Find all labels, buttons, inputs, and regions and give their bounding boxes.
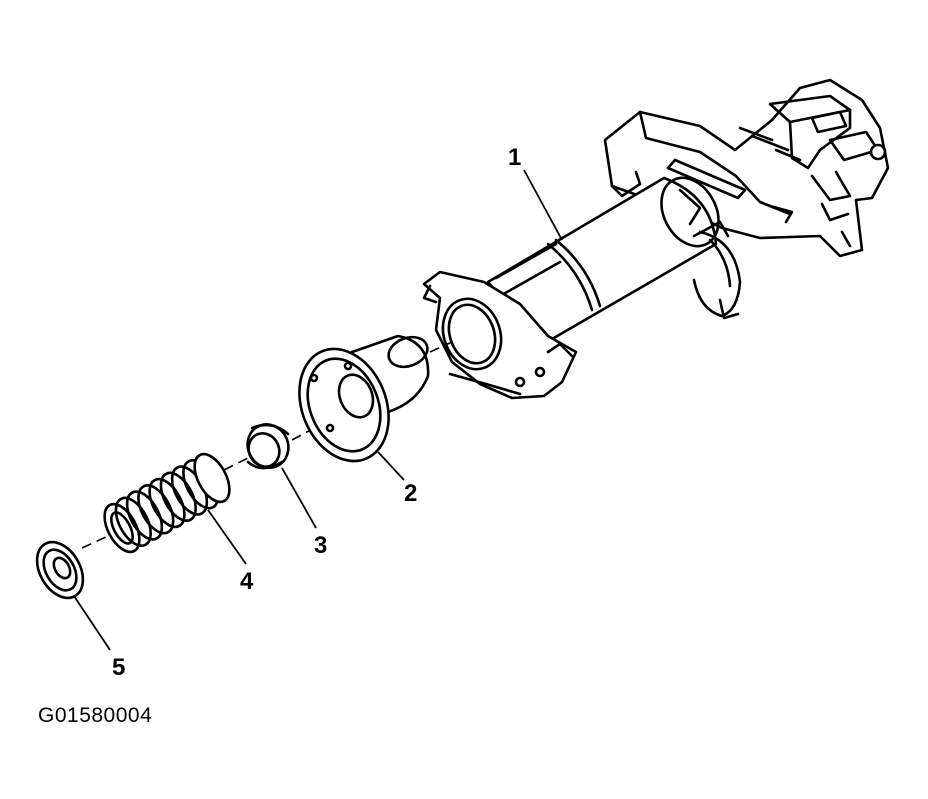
callout-1: 1 [508, 144, 522, 171]
callout-4: 4 [240, 568, 254, 595]
part-2-bearing-housing [298, 334, 430, 463]
spring-coil [148, 477, 186, 529]
callout-2: 2 [404, 480, 418, 507]
spring-coil [159, 471, 197, 522]
leader-line-1 [523, 169, 563, 241]
leader-line-2 [377, 451, 405, 481]
callout-3: 3 [314, 532, 328, 559]
spring-coil [137, 484, 175, 535]
spring-end-opening [110, 511, 134, 545]
spring-coil [125, 490, 164, 541]
leader-line-3 [281, 467, 317, 529]
callout-5: 5 [112, 654, 126, 681]
part-4-spring [103, 452, 231, 554]
leader-line-5 [73, 595, 111, 651]
part-3-bushing-ring [246, 423, 290, 470]
part-1-column-housing [422, 78, 890, 400]
figure-id: G01580004 [38, 704, 153, 727]
spring-coil [193, 452, 231, 504]
spring-coil [114, 496, 152, 547]
leader-line-4 [207, 509, 247, 565]
part-5-washer [35, 540, 85, 600]
